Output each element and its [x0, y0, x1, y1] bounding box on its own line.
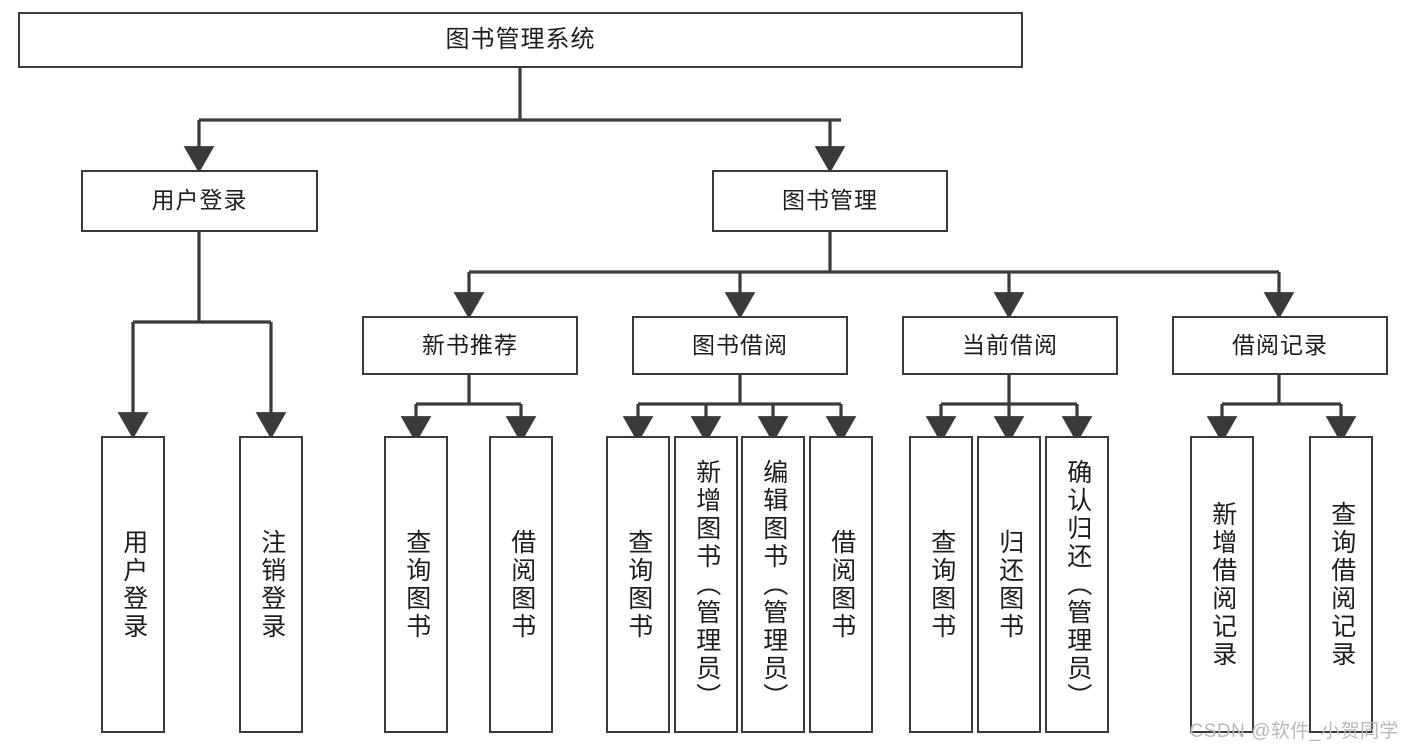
leaf-borrow-record-query[interactable]: 查询借阅记录 — [1309, 436, 1373, 733]
node-label: 查询图书 — [402, 528, 431, 641]
csdn-watermark: CSDN @软件_小贺同学 — [1189, 721, 1399, 742]
leaf-user-login-signout[interactable]: 注销登录 — [239, 436, 303, 733]
node-label: 用户登录 — [119, 528, 148, 641]
leaf-new-book-query[interactable]: 查询图书 — [384, 436, 448, 733]
node-label: 图书管理 — [782, 187, 878, 214]
node-borrow-record[interactable]: 借阅记录 — [1172, 316, 1388, 375]
node-label: 图书管理系统 — [445, 25, 596, 53]
node-label: 确认归还（管理员） — [1063, 458, 1092, 711]
node-root-system[interactable]: 图书管理系统 — [18, 12, 1023, 68]
node-book-borrow[interactable]: 图书借阅 — [632, 316, 848, 375]
leaf-new-book-borrow[interactable]: 借阅图书 — [489, 436, 553, 733]
node-new-book-recommend[interactable]: 新书推荐 — [362, 316, 578, 375]
node-label: 借阅图书 — [507, 528, 536, 641]
node-label: 图书借阅 — [692, 331, 788, 358]
node-label: 当前借阅 — [962, 331, 1058, 358]
node-book-management[interactable]: 图书管理 — [712, 170, 948, 232]
node-label: 新增图书（管理员） — [692, 458, 721, 711]
node-user-login[interactable]: 用户登录 — [81, 170, 318, 232]
leaf-borrow-record-add[interactable]: 新增借阅记录 — [1190, 436, 1254, 733]
node-label: 用户登录 — [151, 187, 248, 214]
node-label: 新增借阅记录 — [1208, 500, 1237, 669]
leaf-user-login-signin[interactable]: 用户登录 — [101, 436, 165, 733]
leaf-book-borrow-borrow[interactable]: 借阅图书 — [809, 436, 873, 733]
node-label: 查询借阅记录 — [1327, 500, 1356, 669]
leaf-book-borrow-add[interactable]: 新增图书（管理员） — [674, 436, 738, 733]
node-label: 借阅图书 — [827, 528, 856, 641]
node-label: 查询图书 — [624, 528, 653, 641]
node-label: 注销登录 — [257, 528, 286, 641]
node-label: 编辑图书（管理员） — [759, 458, 788, 711]
node-label: 借阅记录 — [1232, 331, 1328, 358]
node-label: 归还图书 — [995, 528, 1024, 641]
leaf-book-borrow-query[interactable]: 查询图书 — [606, 436, 670, 733]
leaf-book-borrow-edit[interactable]: 编辑图书（管理员） — [741, 436, 805, 733]
node-current-borrow[interactable]: 当前借阅 — [902, 316, 1118, 375]
leaf-current-borrow-confirm-return[interactable]: 确认归还（管理员） — [1045, 436, 1109, 733]
node-label: 查询图书 — [927, 528, 956, 641]
node-label: 新书推荐 — [422, 331, 518, 358]
leaf-current-borrow-return[interactable]: 归还图书 — [977, 436, 1041, 733]
leaf-current-borrow-query[interactable]: 查询图书 — [909, 436, 973, 733]
